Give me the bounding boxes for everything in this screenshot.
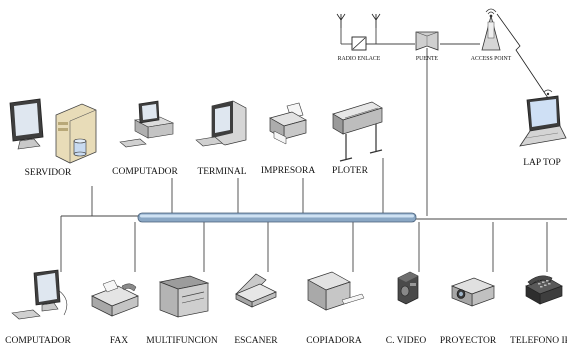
radio-link-device [337,14,380,50]
projector-label: PROYECTOR [440,336,497,344]
access-point-label: ACCESS POINT [471,56,512,62]
multifunction-device [160,276,208,317]
server-device [10,99,96,163]
access-point-device [482,9,500,50]
scanner-label: ESCANER [234,336,278,344]
server-label: SERVIDOR [25,168,72,178]
bridge-device [416,32,438,50]
wifi-signal-icon [486,9,496,17]
database-icon [74,139,86,156]
terminal-device [196,101,246,146]
bridge-label: PUENTE [416,56,439,62]
computer-label-top: COMPUTADOR [112,167,178,177]
ip-phone-device [526,276,562,304]
fax-label: FAX [110,336,128,344]
multifunction-label: MULTIFUNCION [146,336,218,344]
copier-label: COPIADORA [306,336,362,344]
printer-device [270,103,306,144]
video-camera-label: C. VIDEO [386,336,427,344]
plotter-label: PLOTER [332,166,369,176]
projector-device [452,278,494,306]
copier-device [308,272,364,310]
computer-device-bottom [12,270,67,319]
plotter-device [333,102,382,161]
laptop-device [520,90,566,146]
video-camera-device [398,272,418,304]
computer-device-top [120,101,173,147]
terminal-label: TERMINAL [197,167,246,177]
network-backbone [138,213,416,222]
radio-link-label: RADIO ENLACE [338,56,381,62]
computer-label-bottom: COMPUTADOR [5,336,71,344]
laptop-label: LAP TOP [523,158,561,168]
fax-device [92,280,138,316]
scanner-device [236,274,276,307]
connection-lines [61,28,567,272]
printer-label: IMPRESORA [261,166,316,176]
antenna-icon [337,14,380,28]
ip-phone-label: TELEFONO IP [510,336,567,344]
